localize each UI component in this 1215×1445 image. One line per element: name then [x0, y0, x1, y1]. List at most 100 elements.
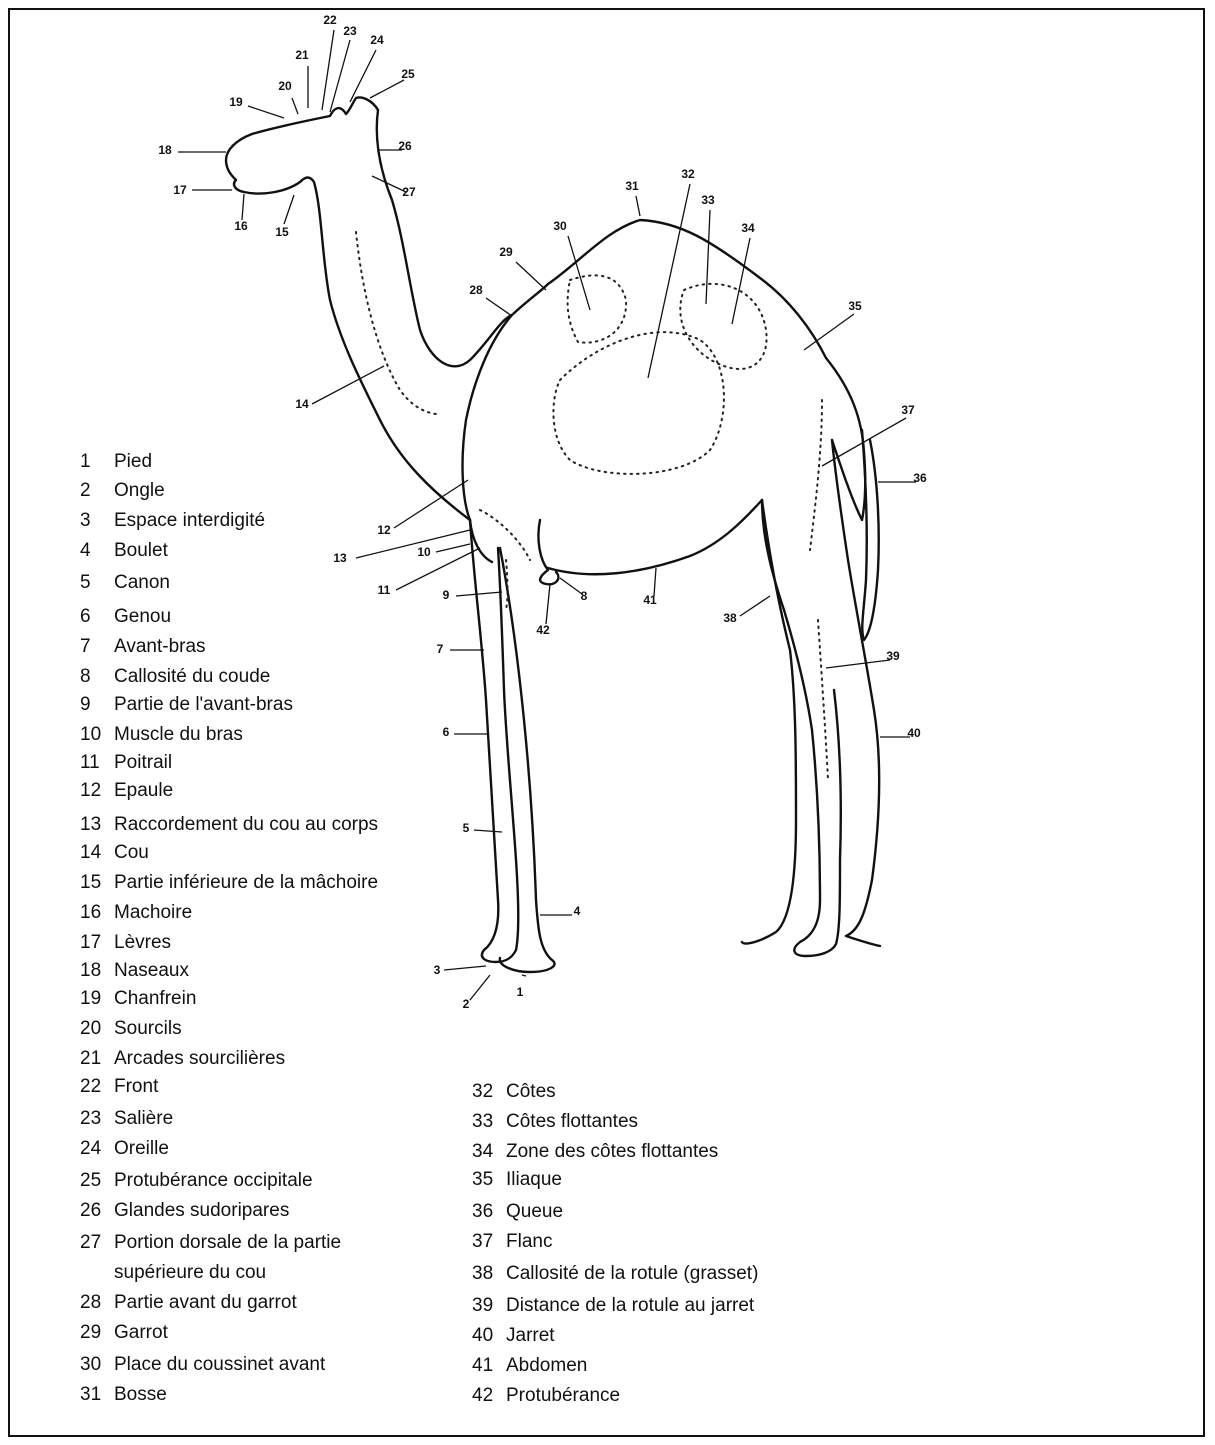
- callout-leader: [654, 568, 656, 596]
- legend-label: Flanc: [506, 1231, 552, 1252]
- legend-item-19: 19Chanfrein: [80, 988, 196, 1010]
- legend-number: 2: [80, 480, 114, 502]
- legend-number: 3: [80, 510, 114, 532]
- legend-number: 21: [80, 1048, 114, 1070]
- callout-26: 26: [378, 139, 412, 153]
- callout-20: 20: [278, 79, 298, 114]
- callout-number: 27: [402, 185, 416, 199]
- legend-number: 12: [80, 780, 114, 802]
- callout-15: 15: [275, 195, 294, 239]
- legend-number: 35: [472, 1169, 506, 1191]
- callout-number: 40: [907, 726, 921, 740]
- legend-item-17: 17Lèvres: [80, 932, 171, 954]
- legend-number: 24: [80, 1138, 114, 1160]
- callout-number: 30: [553, 219, 567, 233]
- legend-number: 31: [80, 1384, 114, 1406]
- legend-label: Canon: [114, 572, 170, 593]
- callout-leader: [350, 50, 376, 102]
- callout-32: 32: [648, 167, 695, 378]
- legend-label: Zone des côtes flottantes: [506, 1141, 718, 1162]
- legend-number: 13: [80, 814, 114, 836]
- legend-item-12: 12Epaule: [80, 780, 173, 802]
- legend-number: 27: [80, 1232, 114, 1254]
- callout-number: 19: [229, 95, 243, 109]
- callout-leader: [732, 238, 750, 324]
- legend-label: Raccordement du cou au corps: [114, 814, 378, 835]
- callout-number: 4: [574, 904, 581, 918]
- callout-35: 35: [804, 299, 862, 350]
- callout-leader: [312, 366, 384, 404]
- callout-number: 22: [323, 13, 337, 27]
- callout-37: 37: [822, 403, 915, 466]
- callout-leader: [516, 262, 546, 290]
- legend-label: Callosité de la rotule (grasset): [506, 1263, 758, 1284]
- callout-number: 35: [848, 299, 862, 313]
- legend-label: Genou: [114, 606, 171, 627]
- camel-elbow: [538, 520, 558, 584]
- legend-item-18: 18Naseaux: [80, 960, 189, 982]
- legend-label: Machoire: [114, 902, 192, 923]
- callout-leader: [292, 98, 298, 114]
- legend-item-15: 15Partie inférieure de la mâchoire: [80, 872, 378, 894]
- callout-18: 18: [158, 143, 226, 157]
- callout-leader: [470, 975, 490, 1000]
- legend-item-24: 24Oreille: [80, 1138, 169, 1160]
- neck-dots: [356, 232, 436, 414]
- legend-number: 22: [80, 1076, 114, 1098]
- callout-number: 41: [643, 593, 657, 607]
- legend-label: Iliaque: [506, 1169, 562, 1190]
- callout-number: 36: [913, 471, 927, 485]
- legend-label: Partie avant du garrot: [114, 1292, 297, 1313]
- callout-leader: [284, 195, 294, 224]
- callout-number: 34: [741, 221, 755, 235]
- legend-item-28: 28Partie avant du garrot: [80, 1292, 297, 1314]
- legend-label: Cou: [114, 842, 149, 863]
- legend-number: 41: [472, 1355, 506, 1377]
- callout-24: 24: [350, 33, 384, 102]
- callout-leader: [522, 975, 526, 976]
- callout-leader: [560, 578, 582, 594]
- legend-label: Protubérance occipitale: [114, 1170, 313, 1191]
- callout-number: 18: [158, 143, 172, 157]
- floating-rib-zone: [680, 284, 766, 369]
- callout-leader: [636, 196, 640, 216]
- callout-number: 32: [681, 167, 695, 181]
- legend-label: Oreille: [114, 1138, 169, 1159]
- legend-label: Naseaux: [114, 960, 189, 981]
- legend-number: 26: [80, 1200, 114, 1222]
- rib-zone: [553, 332, 724, 474]
- callout-leader: [474, 830, 502, 832]
- legend-item-20: 20Sourcils: [80, 1018, 182, 1040]
- callout-leader: [740, 596, 770, 616]
- callout-number: 42: [536, 623, 550, 637]
- legend-right: 32Côtes33Côtes flottantes34Zone des côte…: [472, 1081, 832, 1411]
- legend-number: 36: [472, 1201, 506, 1223]
- callout-number: 2: [463, 997, 470, 1011]
- callout-leader: [826, 660, 890, 668]
- legend-item-35: 35Iliaque: [472, 1169, 562, 1191]
- legend-number: 39: [472, 1295, 506, 1317]
- legend-item-30: 30Place du coussinet avant: [80, 1354, 325, 1376]
- legend-number: 11: [80, 752, 114, 774]
- legend-label: Ongle: [114, 480, 165, 501]
- callout-14: 14: [295, 366, 384, 411]
- callout-4: 4: [540, 904, 581, 918]
- callout-leader: [706, 210, 710, 304]
- legend-number: 4: [80, 540, 114, 562]
- legend-item-37: 37Flanc: [472, 1231, 552, 1253]
- callout-number: 28: [469, 283, 483, 297]
- callout-41: 41: [643, 568, 657, 607]
- legend-label: Muscle du bras: [114, 724, 243, 745]
- legend-item-6: 6Genou: [80, 606, 171, 628]
- callout-36: 36: [878, 471, 927, 485]
- legend-number: 15: [80, 872, 114, 894]
- legend-label: Distance de la rotule au jarret: [506, 1295, 754, 1316]
- legend-item-42: 42Protubérance: [472, 1385, 620, 1407]
- legend-label: Queue: [506, 1201, 563, 1222]
- legend-item-7: 7Avant-bras: [80, 636, 206, 658]
- callout-number: 26: [398, 139, 412, 153]
